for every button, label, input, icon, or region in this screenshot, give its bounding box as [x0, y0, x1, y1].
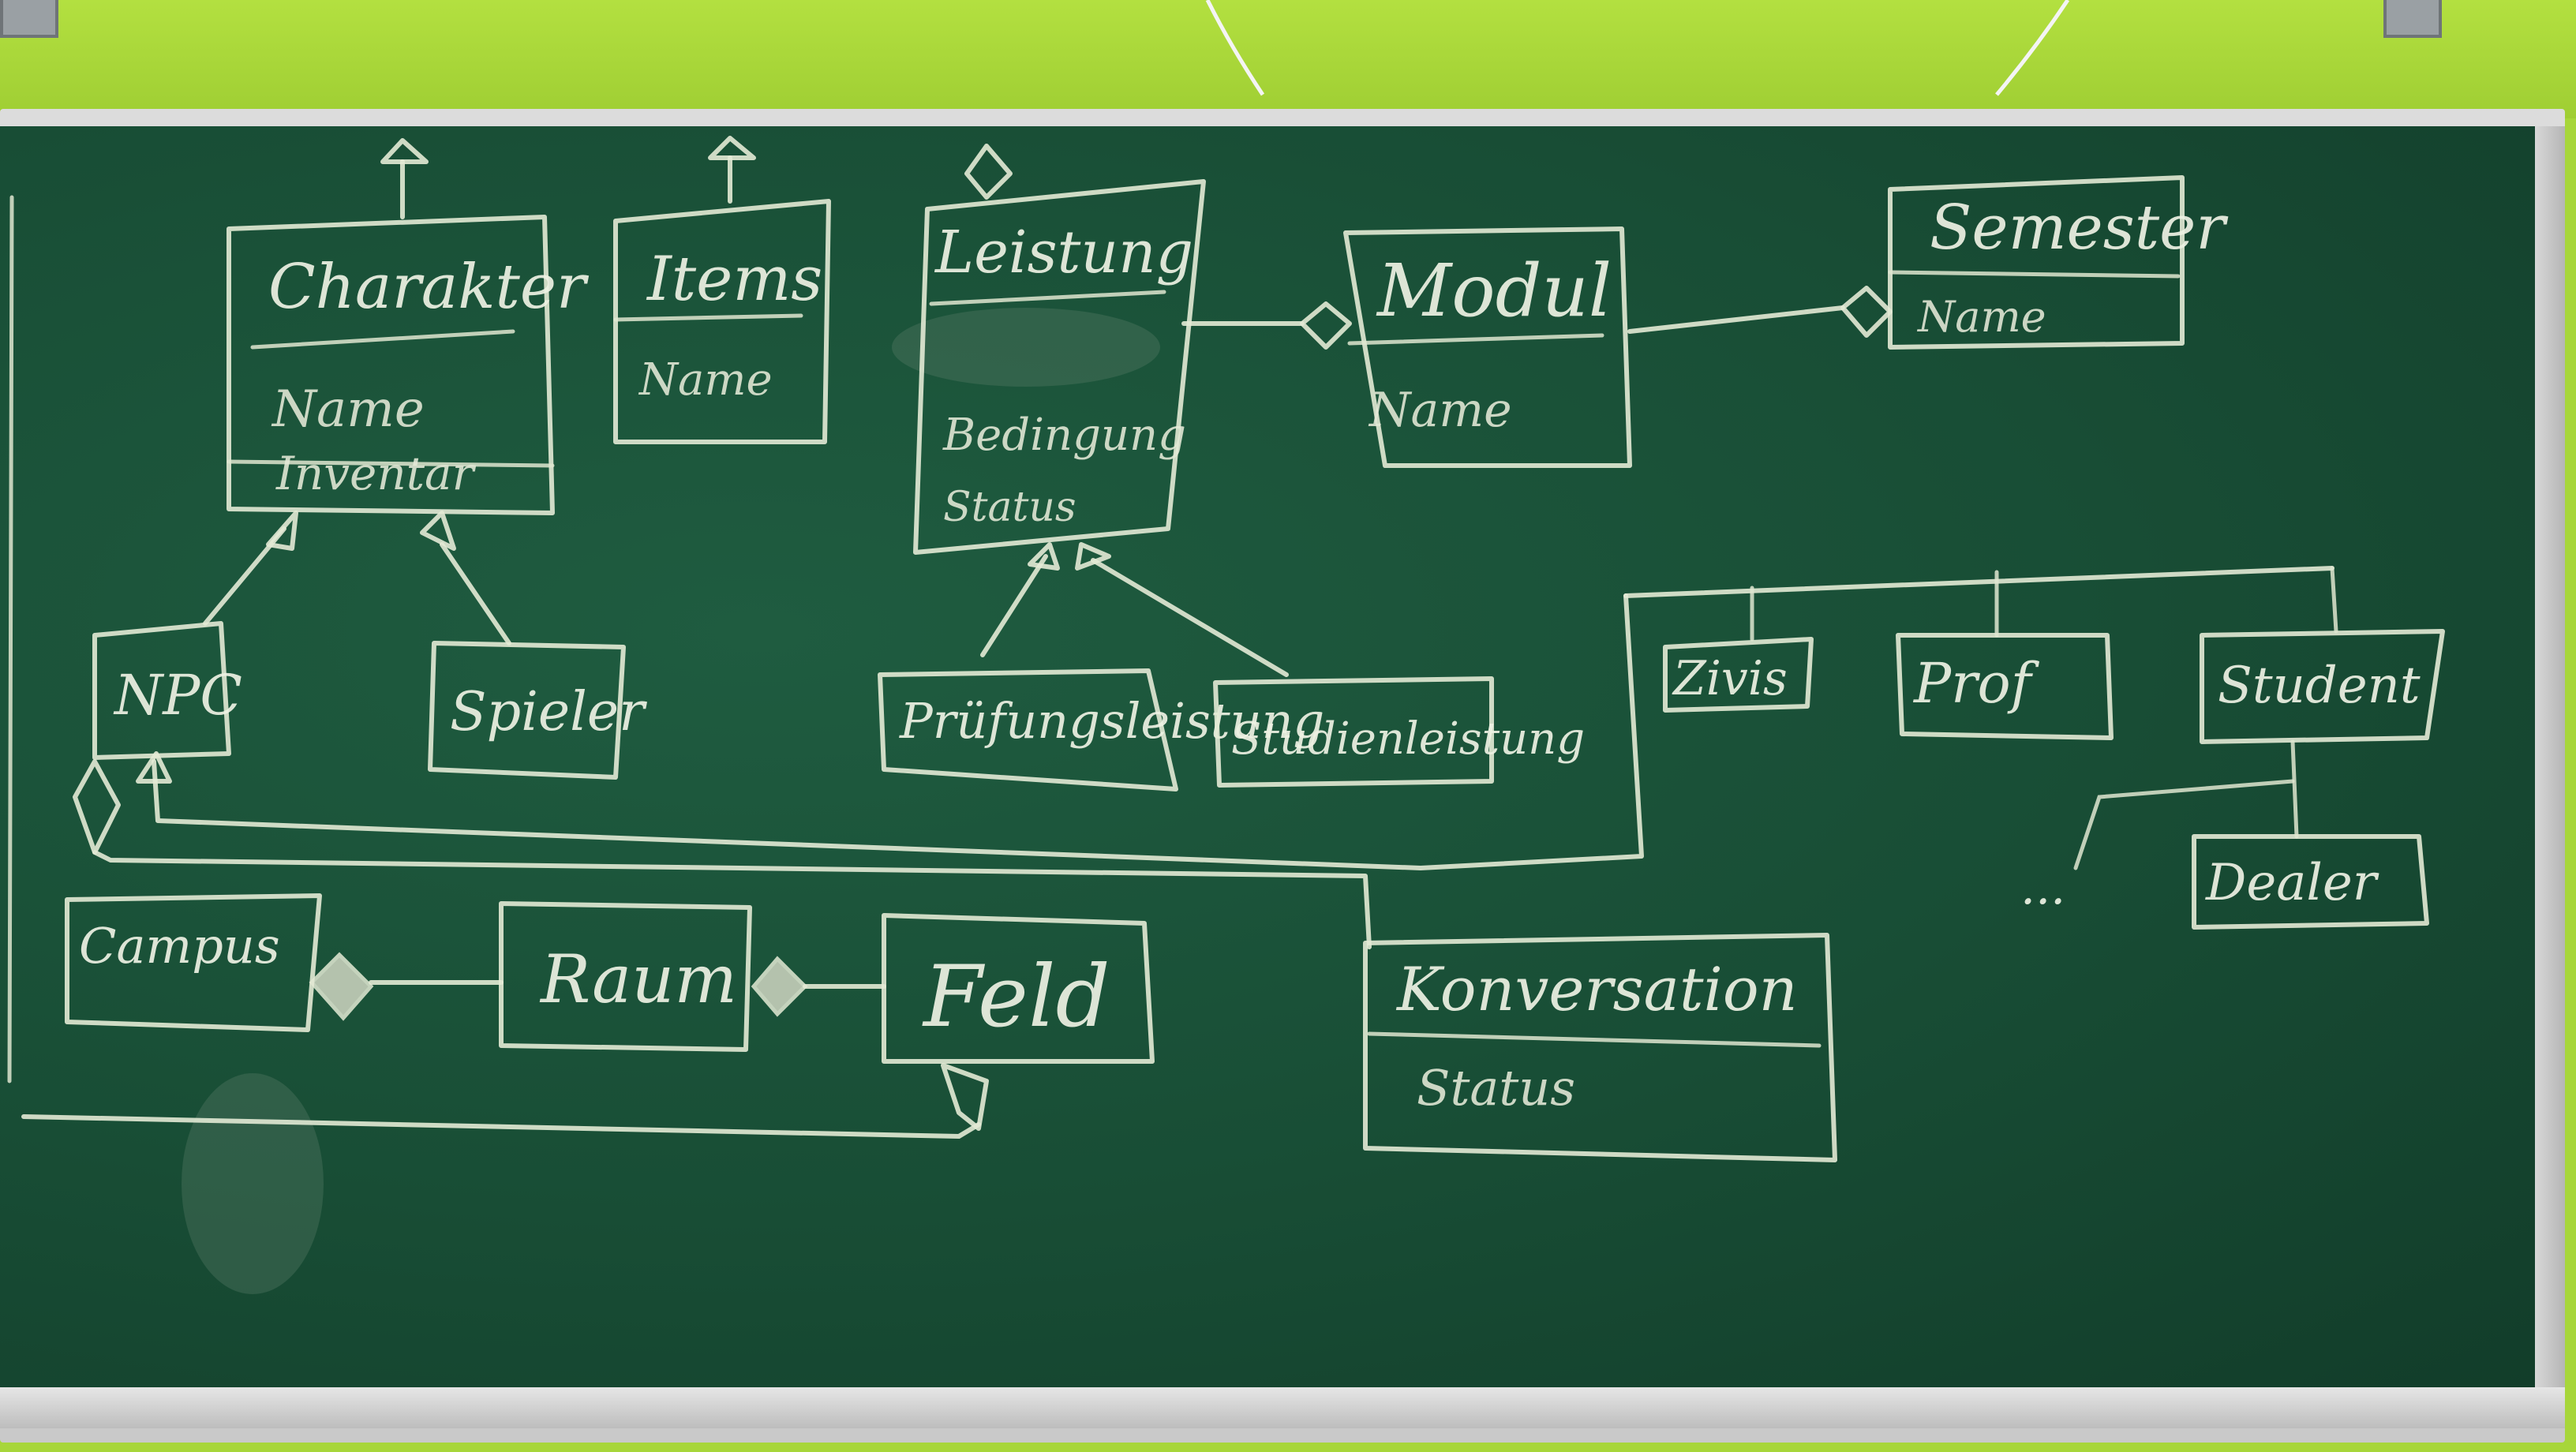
class-charakter-attr-1: Inventar	[275, 447, 477, 500]
class-raum: Raum	[499, 901, 752, 1052]
class-semester: Semester Name	[1888, 175, 2229, 350]
class-campus-name: Campus	[79, 917, 280, 975]
class-pruefungsleistung-name: Prüfungsleistung	[899, 692, 1324, 750]
class-leistung: Leistung Bedingung Status	[913, 144, 1206, 555]
class-spieler: Spieler	[428, 641, 647, 780]
class-feld-name: Feld	[922, 948, 1110, 1046]
class-npc-name: NPC	[113, 663, 242, 728]
inheritance-to-leistung	[980, 542, 1289, 677]
board-right-edge	[2535, 126, 2565, 1389]
assoc-npc-konversation	[73, 759, 1372, 949]
class-zivis-name: Zivis	[1672, 651, 1788, 706]
class-charakter: Charakter Name Inventar	[227, 138, 590, 515]
class-student-name: Student	[2218, 657, 2421, 715]
wall-cable-left	[1205, 0, 1265, 96]
class-leistung-attr-1: Status	[943, 484, 1076, 531]
class-studienleistung: Studienleistung	[1213, 676, 1585, 788]
eraser-smudge	[182, 1073, 324, 1294]
class-studienleistung-name: Studienleistung	[1231, 713, 1585, 765]
class-prof-name: Prof	[1912, 651, 2040, 716]
class-spieler-name: Spieler	[450, 681, 647, 743]
class-zivis: Zivis	[1663, 637, 1814, 713]
class-konversation-name: Konversation	[1395, 954, 1798, 1024]
wall	[0, 0, 2576, 118]
class-feld: Feld	[882, 913, 1155, 1064]
class-modul: Modul Name	[1343, 226, 1632, 468]
composition-raum-feld	[751, 956, 886, 1017]
class-semester-name: Semester	[1930, 193, 2229, 264]
class-konversation-attr-0: Status	[1417, 1059, 1575, 1117]
class-npc: NPC	[92, 621, 242, 760]
class-items: Items Name	[613, 136, 831, 444]
class-dealer: Dealer	[2192, 834, 2429, 930]
wall-cable-right	[1995, 0, 2070, 96]
assoc-feld-bottom	[21, 1063, 989, 1139]
class-konversation: Konversation Status	[1363, 933, 1837, 1162]
composition-campus-raum	[309, 952, 504, 1021]
class-leistung-name: Leistung	[934, 219, 1193, 286]
hierarchy-person-lines	[136, 566, 2338, 870]
class-dealer-name: Dealer	[2205, 854, 2379, 912]
class-charakter-name: Charakter	[268, 252, 590, 323]
assoc-leistung-modul	[1181, 301, 1352, 350]
class-student: Student	[2200, 629, 2445, 744]
class-prof: Prof	[1896, 633, 2114, 740]
class-ellipsis-name: ...	[2020, 860, 2065, 915]
eraser-smudge	[892, 308, 1160, 387]
class-charakter-attr-0: Name	[271, 380, 425, 439]
class-campus: Campus	[65, 893, 322, 1032]
class-pruefungsleistung: Prüfungsleistung	[878, 668, 1324, 791]
class-leistung-attr-0: Bedingung	[942, 410, 1186, 461]
left-margin-line	[7, 195, 14, 1083]
class-items-attr-0: Name	[638, 354, 773, 406]
class-raum-name: Raum	[539, 941, 737, 1018]
chalk-tray	[0, 1387, 2565, 1428]
wall-bracket-left	[0, 0, 58, 38]
class-semester-attr-0: Name	[1916, 292, 2046, 342]
assoc-modul-semester	[1627, 286, 1893, 338]
wall-bracket-right	[2383, 0, 2442, 38]
inheritance-npc-spieler-charakter	[203, 511, 511, 646]
class-items-name: Items	[646, 244, 822, 315]
class-modul-name: Modul	[1376, 249, 1612, 333]
class-modul-attr-0: Name	[1368, 383, 1512, 438]
